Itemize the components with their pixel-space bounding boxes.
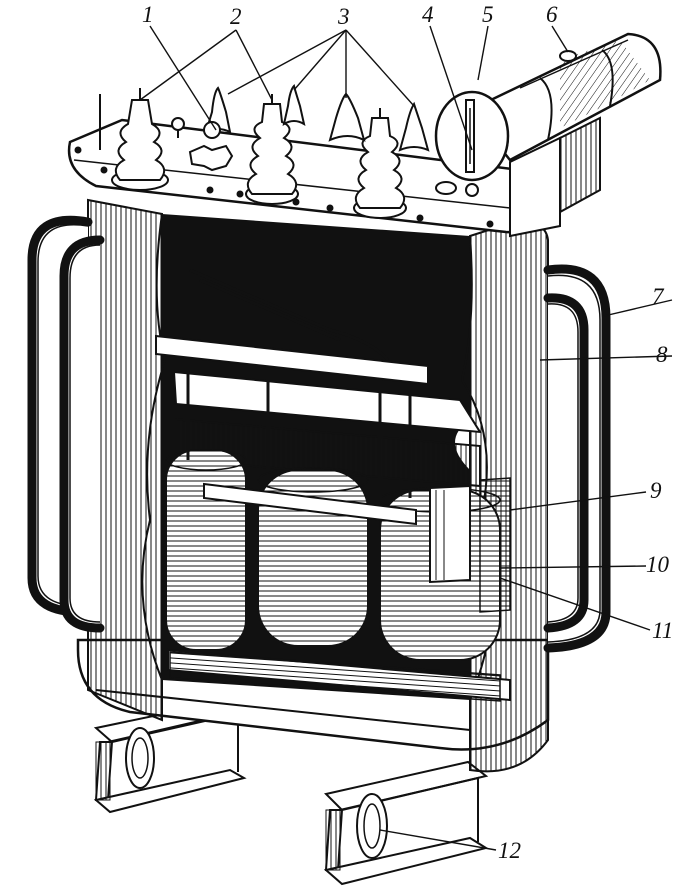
callout-7: 7 <box>652 284 665 309</box>
winding-leads <box>170 230 412 500</box>
duct-spacers <box>479 477 511 613</box>
callout-5: 5 <box>482 2 494 27</box>
winding-coil-left <box>165 449 247 651</box>
callout-labels: 1 2 3 4 5 6 7 8 9 10 11 12 <box>142 2 673 863</box>
filler-plug <box>559 50 577 62</box>
callout-4: 4 <box>422 2 434 27</box>
insulating-cylinder <box>429 484 471 584</box>
tap-changer-handle <box>171 117 234 172</box>
callout-9: 9 <box>650 478 662 503</box>
callout-3: 3 <box>337 4 350 29</box>
cooling-tubes-right <box>543 264 611 653</box>
cooling-tubes-left <box>27 215 105 633</box>
callout-6: 6 <box>546 2 558 27</box>
callout-1: 1 <box>142 2 154 27</box>
callout-11: 11 <box>652 618 673 643</box>
magnetic-core <box>167 370 511 702</box>
callout-8: 8 <box>656 342 668 367</box>
lifting-eyes <box>435 181 479 197</box>
callout-2: 2 <box>230 4 242 29</box>
callout-10: 10 <box>646 552 670 577</box>
callout-12: 12 <box>498 838 521 863</box>
oil-level-gauge <box>465 99 475 173</box>
rail-skids <box>93 698 489 886</box>
callout-leaders <box>139 25 673 851</box>
conservator-tank <box>434 32 662 238</box>
core-clamp-beam <box>155 334 429 526</box>
